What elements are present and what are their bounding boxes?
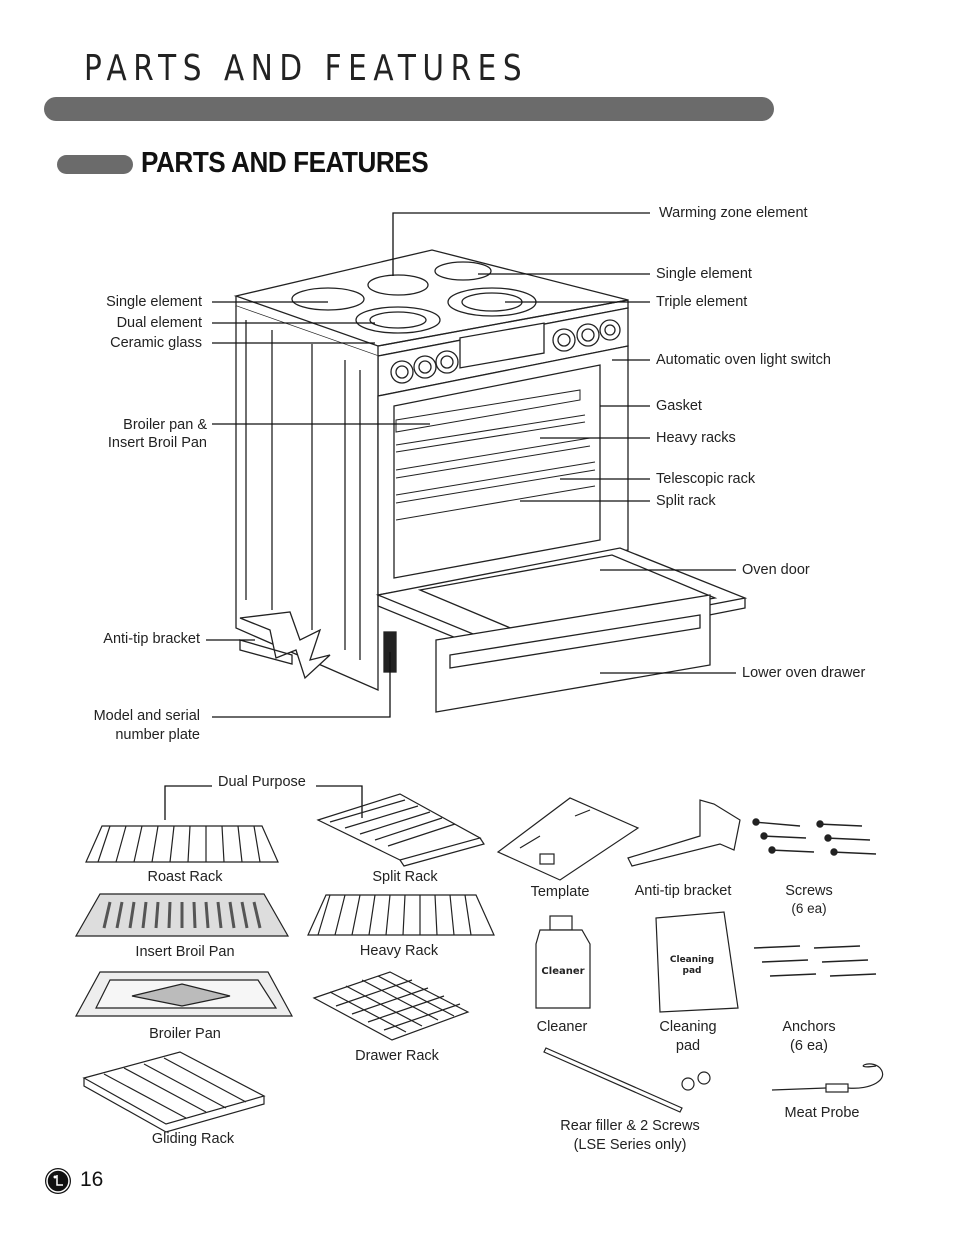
label-roast-rack: Roast Rack [147,869,223,885]
cleaner-bottle-drawing [535,915,591,1009]
label-triple-element: Triple element [656,294,748,310]
label-rear-filler-line2: (LSE Series only) [573,1137,687,1153]
label-drawer-rack: Drawer Rack [355,1048,439,1064]
cleaner-bottle-text: Cleaner [541,966,585,977]
lg-logo-icon [45,1168,71,1194]
label-cleaning-pad-line2: pad [675,1038,701,1054]
label-anti-tip: Anti-tip bracket [103,631,200,647]
section-title: PARTS AND FEATURES [141,147,429,179]
label-oven-light-switch: Automatic oven light switch [656,352,831,368]
label-warming-zone: Warming zone element [659,205,808,221]
label-anchors: Anchors [782,1019,836,1035]
label-lower-drawer: Lower oven drawer [742,665,866,681]
cleaning-pad-drawing [655,911,739,1013]
label-dual-purpose: Dual Purpose [218,774,306,790]
label-screws-qty: (6 ea) [791,901,827,916]
label-single-element-right: Single element [656,266,752,282]
label-rear-filler-line1: Rear filler & 2 Screws [560,1118,700,1134]
label-single-element-left: Single element [106,294,202,310]
template-drawing [496,797,640,881]
label-gliding-rack: Gliding Rack [151,1131,235,1147]
label-heavy-rack: Heavy Rack [359,943,439,959]
label-broiler-pan-line2: Insert Broil Pan [107,435,207,451]
label-split-rack-accessory: Split Rack [372,869,438,885]
label-broiler-pan: Broiler Pan [149,1026,221,1042]
label-broiler-pan-line1: Broiler pan & [123,417,207,433]
label-insert-broil-pan: Insert Broil Pan [135,944,235,960]
label-cleaning-pad-line1: Cleaning [659,1019,717,1035]
label-model-plate-line1: Model and serial [93,708,200,724]
label-cleaner: Cleaner [536,1019,588,1035]
anti-tip-accessory-drawing [627,799,741,867]
screws-drawing [752,818,877,856]
broiler-pan-drawing [74,971,294,1017]
label-heavy-racks: Heavy racks [656,430,736,446]
roast-rack-drawing [85,825,279,863]
label-split-rack: Split rack [656,493,716,509]
split-rack-drawing [316,793,485,867]
page-number: 16 [80,1168,104,1191]
label-gasket: Gasket [656,398,702,414]
label-anchors-qty: (6 ea) [790,1038,828,1054]
heavy-rack-drawing [307,894,495,936]
drawer-rack-drawing [312,971,470,1041]
label-screws: Screws [785,883,833,899]
rear-filler-drawing [543,1047,711,1113]
label-dual-element: Dual element [116,315,202,331]
page-header-title: PARTS AND FEATURES [84,48,529,89]
gliding-rack-drawing [82,1051,266,1133]
insert-broil-pan-drawing [74,893,290,937]
section-pill [57,155,133,174]
label-ceramic-glass: Ceramic glass [110,335,202,351]
label-template: Template [530,884,590,900]
anchors-drawing [753,945,877,977]
label-meat-probe: Meat Probe [784,1105,860,1121]
meat-probe-drawing [771,1063,883,1093]
header-bar [44,97,774,121]
label-telescopic-rack: Telescopic rack [656,471,756,487]
label-oven-door: Oven door [742,562,810,578]
label-anti-tip-accessory: Anti-tip bracket [634,883,732,899]
label-model-plate-line2: number plate [115,727,200,743]
